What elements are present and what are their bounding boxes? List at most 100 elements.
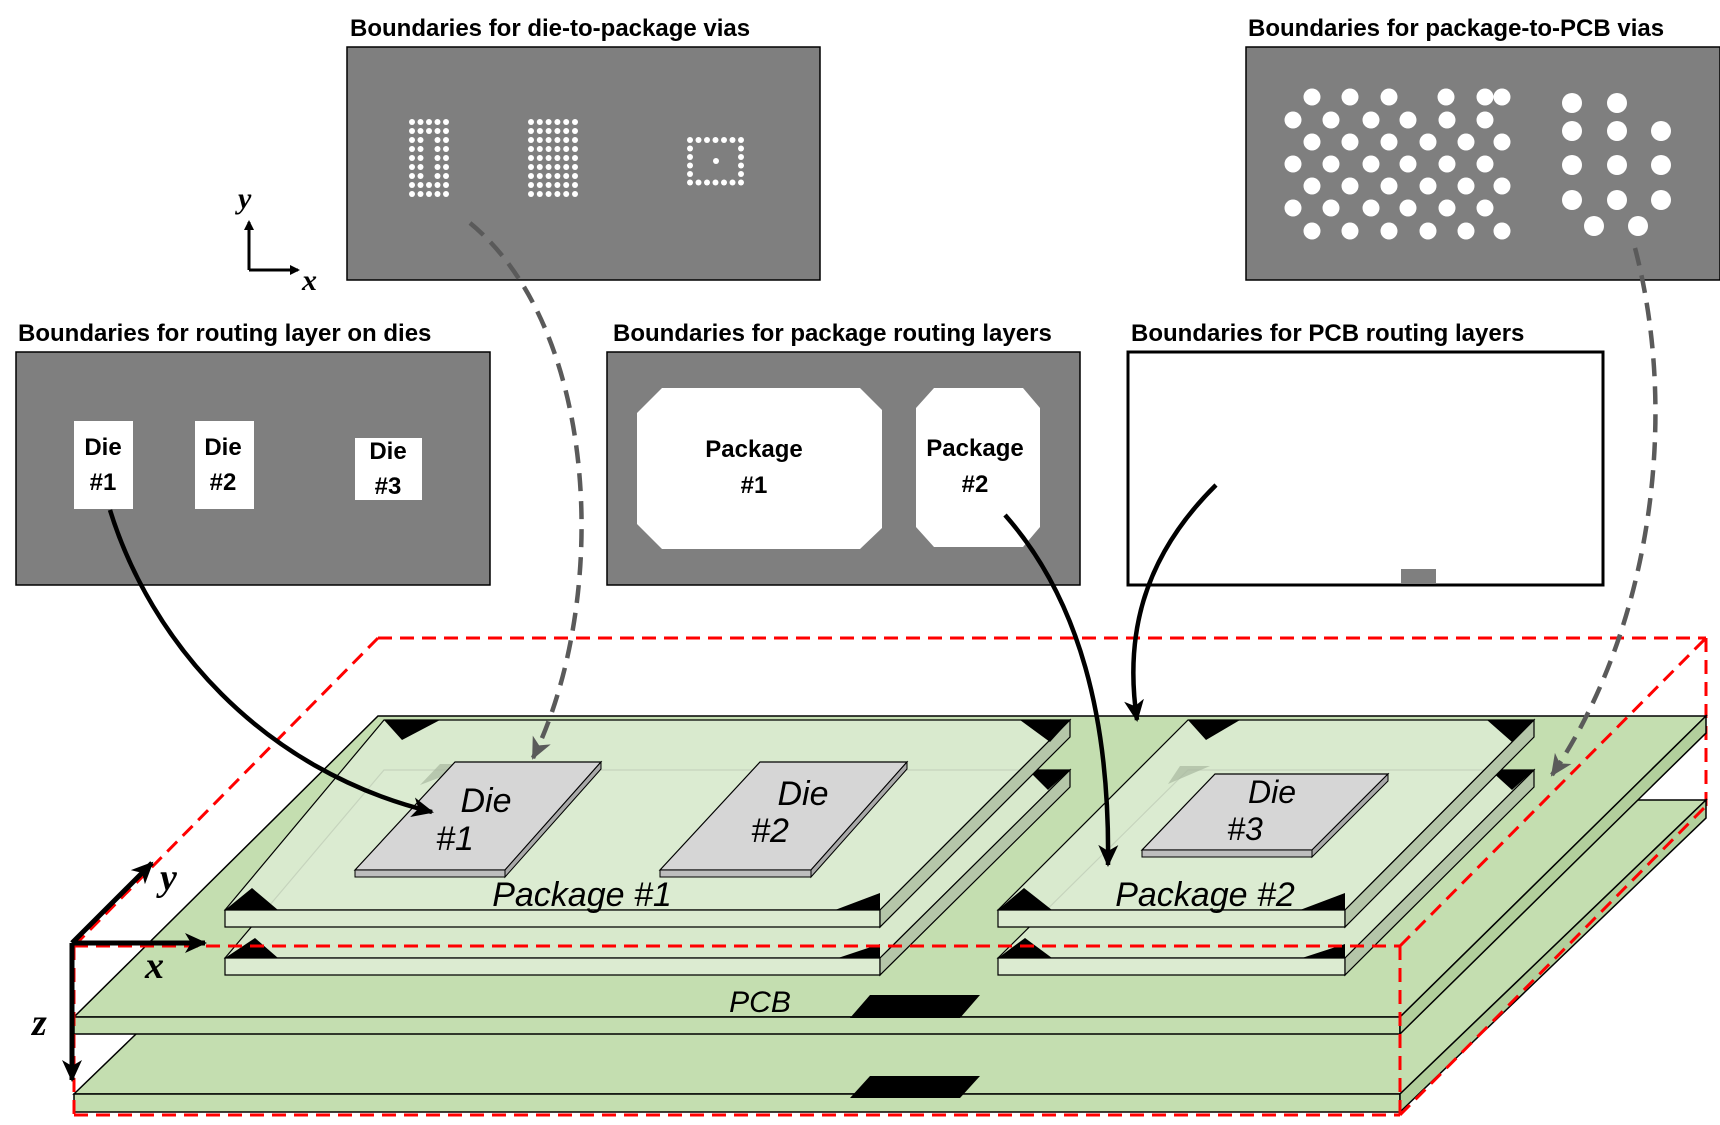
axis-3d-z-label: z	[30, 1002, 47, 1044]
die-3-3d: Die #3	[1140, 772, 1390, 859]
via-dot	[1562, 121, 1582, 141]
via-dot	[572, 137, 578, 143]
via-dot	[572, 182, 578, 188]
via-dot	[545, 182, 552, 188]
via-dot	[1399, 199, 1417, 217]
via-dot	[528, 164, 534, 170]
die-2-label-line2: #2	[751, 812, 789, 850]
axes-3d: y x z	[30, 857, 207, 1082]
via-dot	[1341, 133, 1359, 151]
die-boundary-3: Die #3	[355, 438, 422, 500]
bounding-box-back	[72, 636, 1708, 948]
via-dot	[1419, 133, 1437, 151]
via-dot	[417, 191, 424, 197]
via-dot	[426, 119, 432, 125]
via-dot	[1476, 155, 1494, 173]
via-dot	[572, 191, 578, 197]
via-dot	[554, 173, 561, 179]
via-dot	[426, 182, 432, 188]
package-boundary-2: Package #2	[916, 388, 1040, 547]
via-dot	[409, 128, 415, 134]
via-dot	[409, 137, 415, 143]
die-2-label-line1: Die	[777, 775, 828, 813]
via-dot	[687, 179, 693, 186]
via-dot	[434, 146, 441, 152]
via-dot	[572, 164, 578, 170]
via-dot	[409, 164, 415, 170]
via-dot	[536, 191, 543, 197]
via-dot	[434, 128, 441, 134]
panel-title-routing-layer-on-dies: Boundaries for routing layer on dies	[18, 320, 431, 347]
via-dot	[434, 155, 441, 161]
die-boundary-3-line1: Die	[369, 438, 406, 465]
via-dot	[434, 173, 441, 179]
via-dot	[554, 119, 561, 125]
via-dot	[1628, 216, 1648, 236]
pcb-top-black-pad	[850, 995, 980, 1018]
via-dot	[417, 137, 424, 143]
via-dot	[738, 154, 744, 160]
via-dot	[536, 146, 543, 152]
via-dot	[545, 191, 552, 197]
package-boundary-2-line2: #2	[962, 471, 989, 498]
die-boundary-3-line2: #3	[375, 473, 402, 500]
via-dot	[1438, 199, 1456, 217]
via-dot	[1284, 199, 1302, 217]
via-dot	[738, 162, 744, 169]
via-dot	[426, 191, 432, 197]
via-dot	[1303, 222, 1321, 240]
via-dot	[409, 155, 415, 161]
via-dot	[563, 119, 570, 125]
via-dot	[738, 145, 744, 152]
die-boundary-2-line2: #2	[210, 469, 237, 496]
pcb-via-dots	[1284, 88, 1671, 240]
pcb-bottom-black-pad	[850, 1076, 980, 1098]
package-2-label-3d: Package #2	[1115, 876, 1295, 914]
via-dot	[572, 146, 578, 152]
via-dot	[1419, 177, 1437, 195]
via-dot	[1607, 93, 1627, 113]
via-dot	[443, 146, 449, 152]
via-dot	[1322, 155, 1340, 173]
via-dot	[434, 137, 441, 143]
via-dot	[443, 128, 449, 134]
die-boundary-1-line1: Die	[84, 434, 121, 461]
via-dot	[1457, 133, 1475, 151]
via-dot	[528, 182, 534, 188]
via-dot	[554, 137, 561, 143]
via-dot	[536, 119, 543, 125]
via-dot	[536, 173, 543, 179]
via-dot	[443, 164, 449, 170]
via-dot	[721, 137, 727, 143]
via-dot	[687, 162, 693, 169]
via-dot	[545, 173, 552, 179]
via-dot	[563, 137, 570, 143]
via-dot	[554, 182, 561, 188]
via-dot	[528, 119, 534, 125]
via-dot	[536, 155, 543, 161]
package-1-label-3d: Package #1	[492, 876, 672, 914]
via-dot	[1380, 88, 1398, 106]
via-dot	[554, 128, 561, 134]
via-dot	[1341, 177, 1359, 195]
via-dot	[409, 191, 415, 197]
via-dot	[563, 155, 570, 161]
via-dot	[1362, 111, 1380, 129]
die-to-package-vias-panel	[346, 46, 821, 281]
via-dot	[409, 173, 415, 179]
via-dot	[572, 155, 578, 161]
via-dot	[545, 137, 552, 143]
panel-title-package-to-pcb-vias: Boundaries for package-to-PCB vias	[1248, 15, 1664, 42]
via-dot	[434, 119, 441, 125]
via-dot	[1651, 155, 1671, 175]
via-dot	[1437, 88, 1455, 106]
via-dot	[1341, 222, 1359, 240]
die-3-label-line1: Die	[1248, 774, 1296, 810]
via-dot	[434, 182, 441, 188]
via-dot	[1562, 190, 1582, 210]
via-dot	[1476, 199, 1494, 217]
via-dot	[1362, 199, 1380, 217]
via-dot	[1607, 155, 1627, 175]
via-dot	[721, 179, 727, 186]
